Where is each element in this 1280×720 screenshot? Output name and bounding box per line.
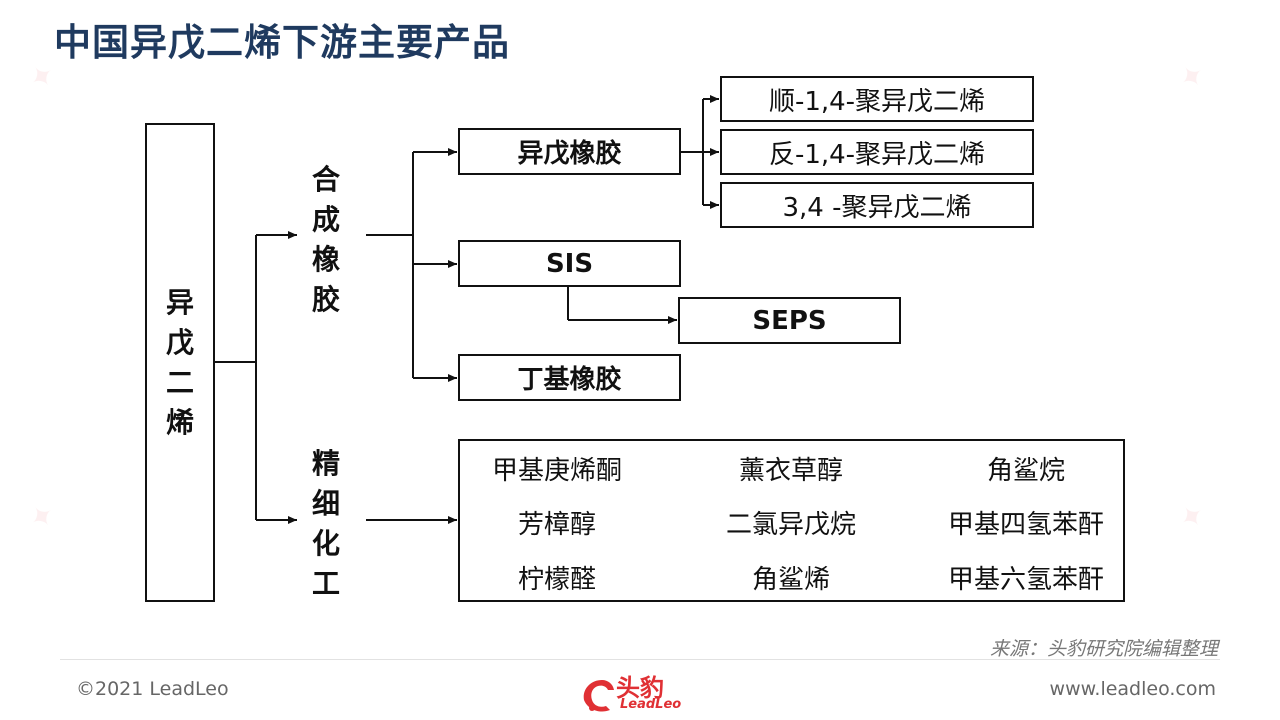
root-isoprene-box: 异 戊 二 烯 bbox=[145, 123, 215, 602]
leopard-icon bbox=[583, 680, 614, 712]
butyl-rubber-box: 丁基橡胶 bbox=[458, 354, 681, 401]
root-char: 二 bbox=[165, 365, 194, 399]
website-link[interactable]: www.leadleo.com bbox=[1049, 678, 1216, 700]
root-char: 烯 bbox=[165, 405, 194, 439]
root-char: 异 bbox=[165, 285, 194, 319]
fine-chemicals-box: 甲基庚烯酮 薰衣草醇 角鲨烷 芳樟醇 二氯异戊烷 甲基四氢苯酐 柠檬醛 角鲨烯 … bbox=[458, 439, 1125, 602]
cis-polyisoprene-box: 顺-1,4-聚异戊二烯 bbox=[720, 76, 1034, 122]
watermark: ✦ bbox=[22, 495, 63, 540]
fine-chemical-item: 二氯异戊烷 bbox=[725, 510, 857, 540]
branch-synthetic-rubber: 合 成 橡 胶 bbox=[312, 163, 341, 316]
fine-chemical-item: 角鲨烯 bbox=[751, 565, 831, 595]
root-char: 戊 bbox=[165, 325, 194, 359]
fine-chemical-item: 甲基庚烯酮 bbox=[491, 456, 623, 486]
source-note: 来源：头豹研究院编辑整理 bbox=[989, 638, 1218, 660]
seps-box: SEPS bbox=[678, 297, 901, 344]
fine-chemical-item: 芳樟醇 bbox=[517, 510, 597, 540]
34-polyisoprene-box: 3,4 -聚异戊二烯 bbox=[720, 182, 1034, 228]
isoprene-rubber-box: 异戊橡胶 bbox=[458, 128, 681, 175]
fine-chemical-item: 角鲨烷 bbox=[986, 456, 1066, 486]
fine-chemical-item: 甲基六氢苯酐 bbox=[947, 565, 1105, 595]
watermark: ✦ bbox=[1172, 495, 1213, 540]
fine-chemical-item: 薰衣草醇 bbox=[738, 456, 844, 486]
trans-polyisoprene-box: 反-1,4-聚异戊二烯 bbox=[720, 129, 1034, 175]
footer-divider bbox=[60, 659, 1220, 660]
watermark: ✦ bbox=[1172, 55, 1213, 100]
fine-chemical-item: 甲基四氢苯酐 bbox=[947, 510, 1105, 540]
logo-text-en: LeadLeo bbox=[620, 697, 682, 712]
logo-text-cn: 头豹 bbox=[616, 674, 664, 702]
page-title: 中国异戊二烯下游主要产品 bbox=[54, 21, 510, 64]
copyright-text: ©2021 LeadLeo bbox=[76, 678, 229, 700]
leadleo-logo: 头豹 LeadLeo bbox=[580, 668, 704, 716]
branch-fine-chemical: 精 细 化 工 bbox=[312, 447, 341, 600]
fine-chemical-item: 柠檬醛 bbox=[517, 565, 597, 595]
sis-box: SIS bbox=[458, 240, 681, 287]
